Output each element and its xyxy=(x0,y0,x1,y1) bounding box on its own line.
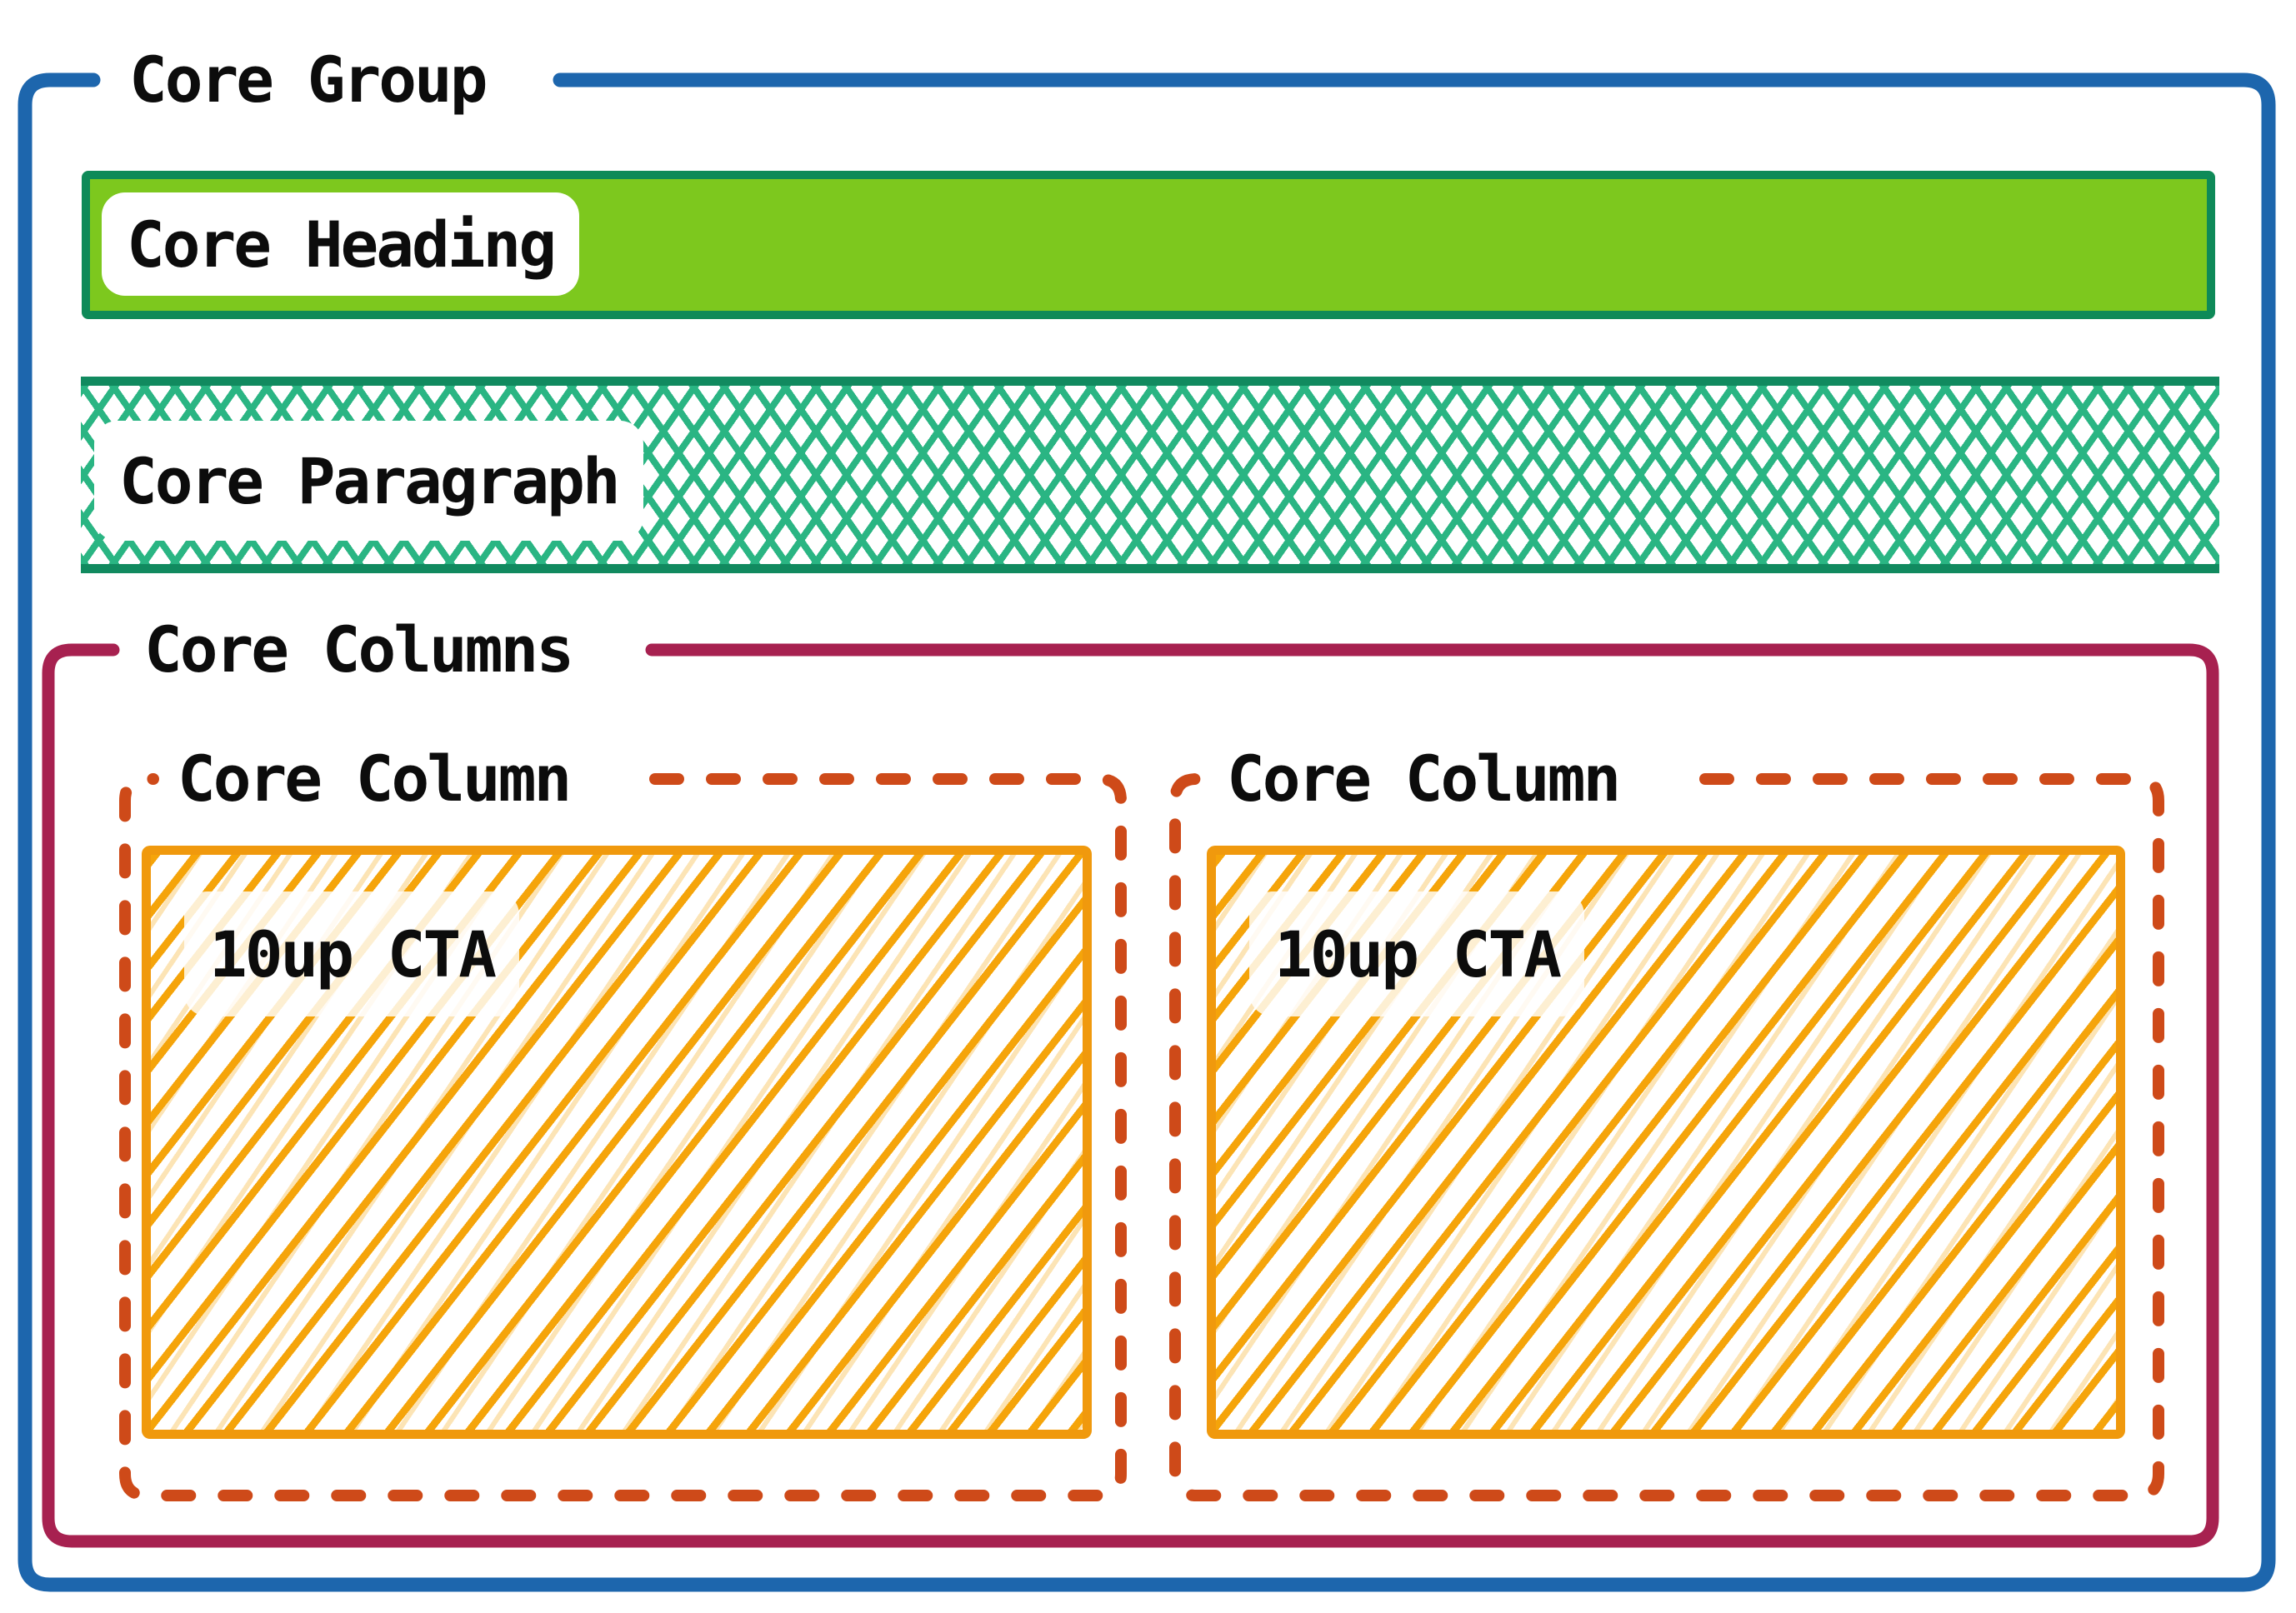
group-outline xyxy=(18,72,2276,1592)
heading-block: Core Heading xyxy=(82,171,2215,319)
columns-outline xyxy=(42,643,2219,1548)
paragraph-block: Core Paragraph xyxy=(81,377,2219,573)
column-2-label: Core Column xyxy=(1227,742,1621,816)
paragraph-label: Core Paragraph xyxy=(94,421,643,541)
column-2-cta-block: 10up CTA xyxy=(1207,846,2125,1439)
columns-label: Core Columns xyxy=(136,618,581,682)
column-1-cta-block: 10up CTA xyxy=(142,846,1092,1439)
heading-label: Core Heading xyxy=(102,192,580,296)
column-1-cta-label: 10up CTA xyxy=(184,891,520,1016)
column-1-label: Core Column xyxy=(178,742,572,816)
group-label: Core Group xyxy=(121,48,494,112)
column-2-outline xyxy=(1169,773,2164,1501)
column-2-cta-label: 10up CTA xyxy=(1249,891,1585,1016)
column-1-outline xyxy=(119,773,1127,1501)
